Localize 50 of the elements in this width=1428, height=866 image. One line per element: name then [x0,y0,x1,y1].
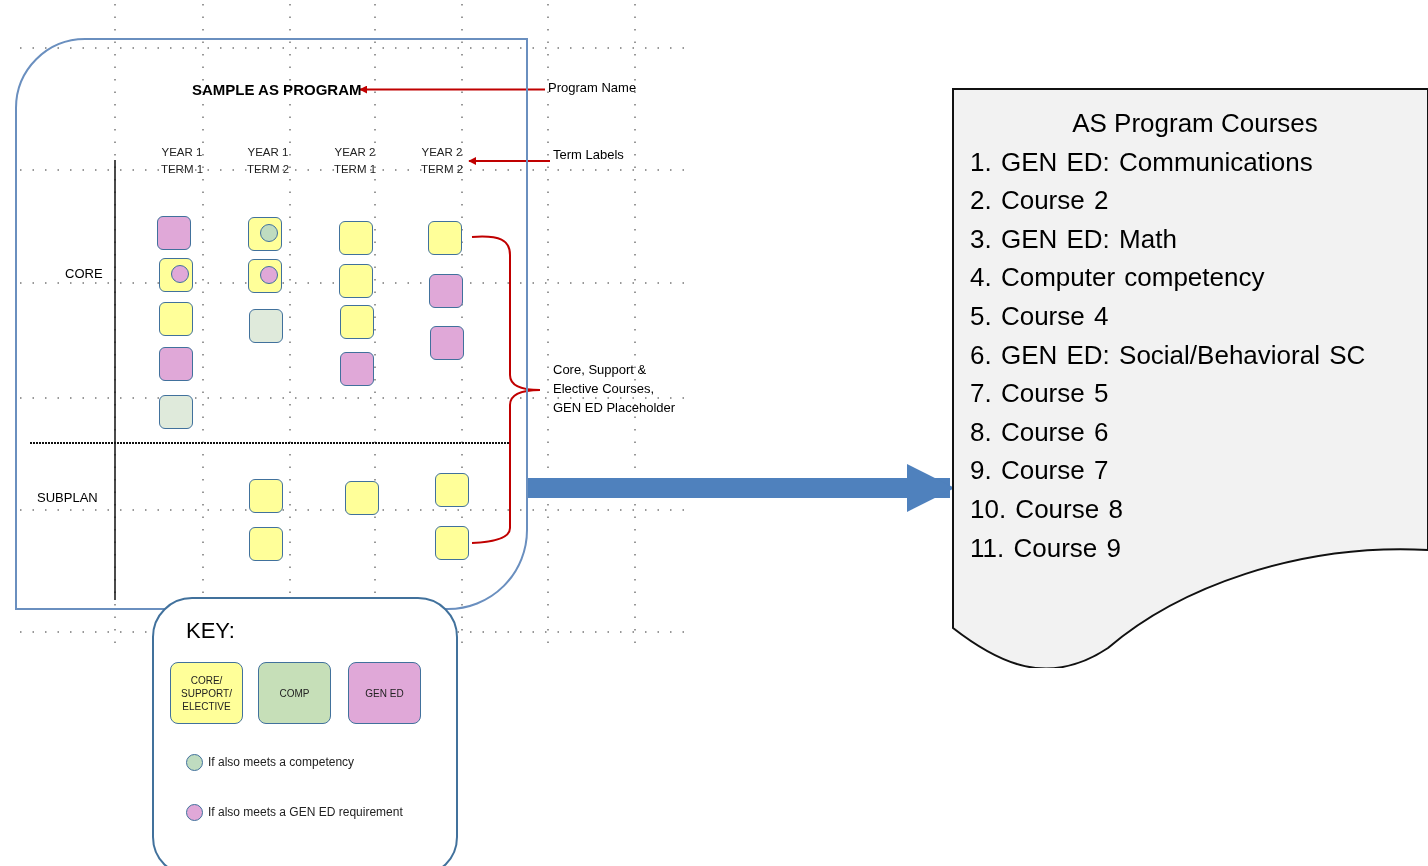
course-tile [345,481,379,515]
document-shape [952,88,1428,668]
legend-text: COMP [278,686,311,700]
callout-text: Program Name [548,80,642,95]
key-heading: KEY: [186,618,235,644]
course-tile [339,221,373,255]
legend-text: CORE/ SUPPORT/ ELECTIVE [180,673,233,713]
row-label: CORE [65,266,103,281]
course-tile [435,473,469,507]
list-item: 2. Course 2 [970,184,1110,218]
course-tile [248,217,282,251]
course-tile [435,526,469,560]
course-tile [249,527,283,561]
course-tile [159,395,193,429]
list-item: 10. Course 8 [970,492,1124,526]
list-item: 5. Course 4 [970,299,1110,333]
course-tile [249,479,283,513]
term-label: YEAR 1 TERM 2 [243,144,293,178]
term-label: YEAR 2 TERM 2 [417,144,467,178]
course-tile [159,347,193,381]
list-item: 7. Course 5 [970,377,1110,411]
course-tile [429,274,463,308]
list-item: 9. Course 7 [970,454,1110,488]
row-label: SUBPLAN [37,490,98,505]
list-item: 1. GEN ED: Communications [970,145,1314,179]
document-heading: AS Program Courses [1071,107,1319,140]
course-tile [157,216,191,250]
course-tile [340,305,374,339]
legend-text: If also meets a competency [208,755,355,769]
legend-text: If also meets a GEN ED requirement [208,805,403,819]
leader-arrow [468,157,551,165]
list-item: 3. GEN ED: Math [970,222,1178,256]
term-label: YEAR 2 TERM 1 [330,144,380,178]
list-item: 8. Course 6 [970,415,1110,449]
course-tile [340,352,374,386]
course-tile [430,326,464,360]
legend-text: GEN ED [364,686,405,700]
course-tile [339,264,373,298]
course-tile [159,258,193,292]
callout-text: Term Labels [553,147,625,162]
list-item: 6. GEN ED: Social/Behavioral SC [970,338,1367,372]
bracket-label: Core, Support & Elective Courses, GEN ED Placeholder [553,361,677,417]
list-item: 11. Course 9 [970,531,1122,565]
course-tile [159,302,193,336]
course-tile [249,309,283,343]
leader-arrow [359,85,546,94]
term-label: YEAR 1 TERM 1 [157,144,207,178]
course-tile [248,259,282,293]
list-item: 4. Computer competency [970,261,1266,295]
course-tile [428,221,462,255]
